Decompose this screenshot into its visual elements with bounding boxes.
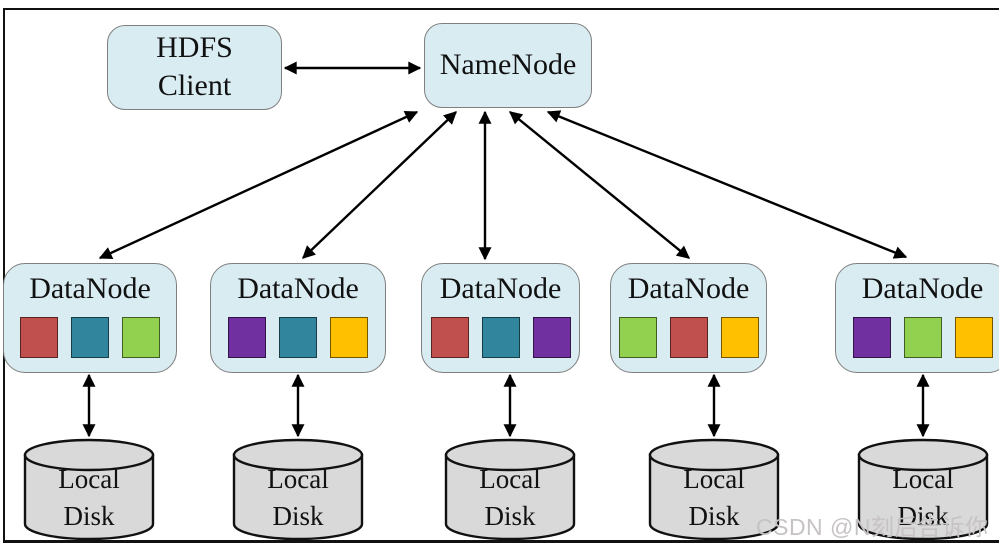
data-block [430,317,469,358]
label-line: Local [683,464,745,494]
datanode-5: DataNode [835,263,999,373]
label-line: Disk [63,501,115,531]
label-line: Disk [688,501,740,531]
data-block [720,317,759,358]
block-row [611,317,766,358]
data-block [669,317,708,358]
label-line: Local [58,464,120,494]
namenode-node: NameNode [424,23,592,108]
datanode-4: DataNode [610,263,767,373]
label-line: Client [157,69,232,102]
local-disk-cylinder-2 [232,438,364,541]
label-line: Disk [272,501,324,531]
data-block [618,317,657,358]
data-block [330,317,368,358]
datanode-label: DataNode [861,272,984,305]
local-disk-cylinder-3 [444,438,576,541]
local-disk-cylinder-1 [23,438,155,541]
block-row [4,317,176,358]
datanode-label: DataNode [29,272,151,305]
label-line: Disk [897,501,949,531]
datanode-label: DataNode [237,272,359,305]
block-row [836,317,999,358]
arrow-group [82,61,930,438]
data-block [279,317,317,358]
arrow-namenode-datanode-5 [546,110,908,259]
datanode-label: DataNode [627,272,750,305]
local-disk-label-4: Local Disk [650,461,778,535]
label-line: Local [479,464,541,494]
data-block [954,317,993,358]
csdn-watermark: CSDN @N刻后告诉你 [756,514,989,540]
label-line: Local [267,464,329,494]
local-disk-label-5: Local Disk [859,461,987,535]
datanode-3: DataNode [421,263,580,373]
local-disk-label-1: Local Disk [25,461,153,535]
data-block [903,317,942,358]
label-line: Disk [484,501,536,531]
data-block [20,317,58,358]
data-block [71,317,109,358]
datanode-label: DataNode [439,272,562,305]
block-row [211,317,385,358]
datanode-1: DataNode [3,263,177,373]
label-line: Local [892,464,954,494]
hdfs-client-label: HDFS Client [108,26,281,105]
block-row [422,317,579,358]
data-block [481,317,520,358]
label-line: HDFS [156,31,233,64]
local-disk-cylinder-5 [857,438,989,541]
arrow-namenode-datanode-1 [98,110,419,260]
hdfs-client-node: HDFS Client [107,25,282,110]
local-disk-label-3: Local Disk [446,461,574,535]
local-disk-label-2: Local Disk [234,461,362,535]
local-disk-cylinder-4 [648,438,780,541]
arrow-namenode-datanode-2 [302,111,457,259]
data-block [852,317,891,358]
data-block [228,317,266,358]
namenode-label: NameNode [439,48,577,81]
disk-cylinders [23,438,989,541]
data-block [122,317,160,358]
data-block [532,317,571,358]
datanode-2: DataNode [210,263,386,373]
